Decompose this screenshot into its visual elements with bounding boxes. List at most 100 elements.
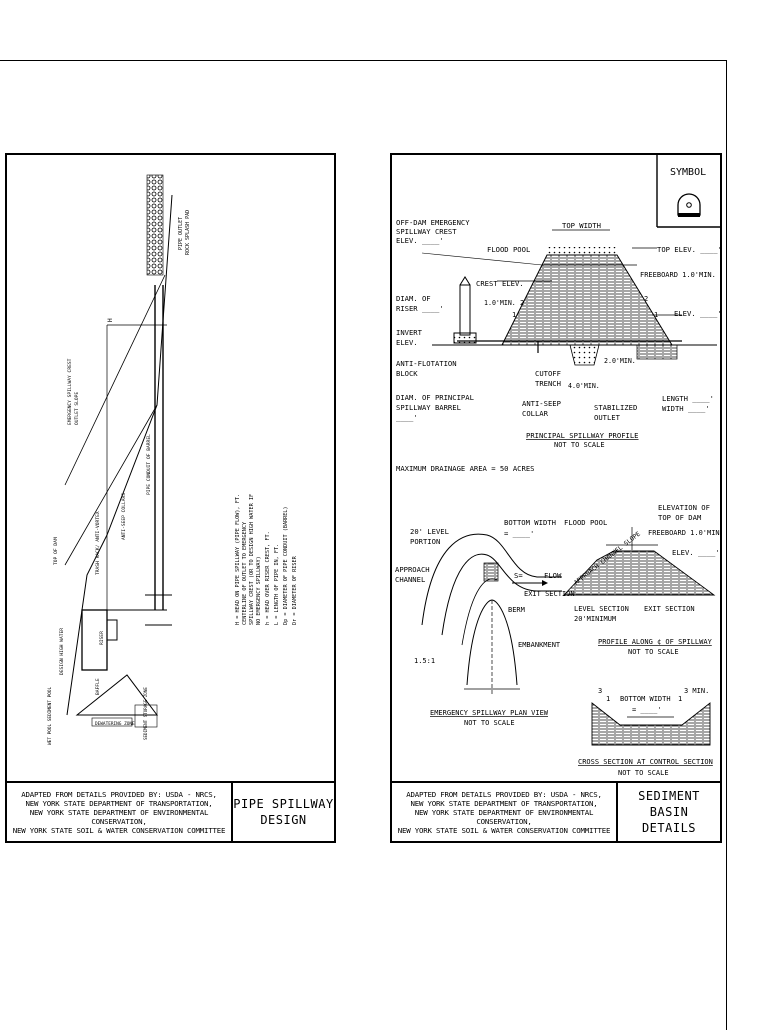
svg-text:FLOOD POOL: FLOOD POOL [564,518,607,527]
embankment-outline [66,194,173,716]
pipe-spillway-drawing: H PIPE OUTLET ROCK SPLASH PAD EMERGENCY … [47,174,298,745]
credits: ADAPTED FROM DETAILS PROVIDED BY: USDA -… [7,783,233,841]
svg-text:ELEV.: ELEV. [396,338,418,347]
emergency-crest-label: EMERGENCY SPILLWAY CREST [67,358,73,425]
svg-text:1.0'MIN.: 1.0'MIN. [484,299,516,307]
svg-text:WIDTH ____': WIDTH ____' [662,404,710,413]
svg-text:BOTTOM WIDTH: BOTTOM WIDTH [504,518,556,527]
stabilized-outlet [636,344,678,360]
svg-text:TOP OF DAM: TOP OF DAM [658,513,702,522]
svg-text:3 MIN.: 3 MIN. [684,687,709,695]
svg-text:CHANNEL: CHANNEL [395,575,425,584]
svg-text:1: 1 [606,695,610,703]
svg-text:CUTOFF: CUTOFF [535,369,561,378]
svg-text:EXIT SECTION: EXIT SECTION [644,605,695,613]
credit-line: NEW YORK STATE SOIL & WATER CONSERVATION… [12,825,226,835]
cutoff-trench [569,344,600,366]
svg-text:ANTI-FLOTATION: ANTI-FLOTATION [396,359,457,368]
svg-text:H = HEAD ON PIPE SPILLWAY (PIP: H = HEAD ON PIPE SPILLWAY (PIPE FLOW), F… [235,494,241,625]
symbol-label: SYMBOL [670,167,706,178]
credit-line: NEW YORK STATE DEPARTMENT OF ENVIRONMENT… [29,807,209,826]
svg-text:Dr = DIAMETER OF RISER: Dr = DIAMETER OF RISER [292,555,298,625]
sheet-title-line: PIPE SPILLWAY [233,797,334,811]
svg-text:CENTERLINE OF OUTLET TO EMERGE: CENTERLINE OF OUTLET TO EMERGENCY [242,521,248,625]
symbol-box: SYMBOL [656,155,720,228]
riser-pipe [459,284,471,336]
svg-text:Dp = DIAMETER OF PIPE CONDUIT: Dp = DIAMETER OF PIPE CONDUIT (BARREL) [283,506,289,625]
svg-text:COLLAR: COLLAR [522,409,549,418]
sediment-basin-sheet: SYMBOL OFF-DAM EMERGENCY SPILLWAY CRES [390,153,722,843]
svg-text:EXIT SECTION: EXIT SECTION [524,590,575,598]
svg-text:STABILIZED: STABILIZED [594,403,637,412]
svg-text:2: 2 [520,299,524,307]
svg-text:LENGTH ____': LENGTH ____' [662,394,714,403]
svg-text:SPILLWAY BARREL: SPILLWAY BARREL [396,403,461,412]
svg-text:ELEV. ____': ELEV. ____' [396,236,444,245]
pipe-spillway-sheet: H PIPE OUTLET ROCK SPLASH PAD EMERGENCY … [5,153,336,843]
profile-caption: PRINCIPAL SPILLWAY PROFILE [526,431,639,440]
svg-text:BLOCK: BLOCK [396,369,418,378]
svg-text:h = HEAD OVER RISER CREST, FT.: h = HEAD OVER RISER CREST, FT. [265,531,271,625]
svg-text:1: 1 [678,695,682,703]
svg-text:3: 3 [598,687,602,695]
title-block: ADAPTED FROM DETAILS PROVIDED BY: USDA -… [7,781,334,841]
credit-line: ADAPTED FROM DETAILS PROVIDED BY: USDA -… [406,789,602,799]
svg-text:1: 1 [654,311,658,319]
svg-text:TRENCH: TRENCH [535,379,561,388]
sheet-title-line: SEDIMENT BASIN [638,789,700,819]
profile-along-spillway: ELEVATION OF TOP OF DAM FREEBOARD 1.0'MI… [562,503,720,656]
plan-caption: EMERGENCY SPILLWAY PLAN VIEW [430,709,549,717]
svg-text:INVERT: INVERT [396,328,423,337]
emergency-spillway-plan: 20' LEVEL PORTION BOTTOM WIDTH = ____' F… [395,518,607,727]
sediment-storage-label: SEDIMENT STORAGE ZONE [143,687,148,740]
rock-splash-pad-label: ROCK SPLASH PAD [185,210,191,255]
svg-text:RISER ____': RISER ____' [396,304,444,313]
wet-pool-label: WET POOL SEDIMENT POOL [47,686,53,745]
svg-text:SPILLWAY CREST (OR TO DESIGN H: SPILLWAY CREST (OR TO DESIGN HIGH WATER … [249,494,255,625]
credits: ADAPTED FROM DETAILS PROVIDED BY: USDA -… [392,783,618,841]
h-dim-label: H [107,318,114,322]
svg-text:ANTI-SEEP: ANTI-SEEP [522,399,561,408]
svg-text:2: 2 [644,295,648,303]
cross-section-control: 3 1 BOTTOM WIDTH = ____' 3 MIN. 1 CROSS … [578,687,713,777]
svg-text:____': ____' [396,413,418,422]
page-frame [0,60,727,1030]
rock-splash-pad [146,174,164,276]
baffle-label: BAFFLE [95,678,101,695]
basin-symbol-icon [677,193,701,216]
credit-line: NEW YORK STATE DEPARTMENT OF TRANSPORTAT… [25,798,213,808]
svg-text:TOP ELEV. ____': TOP ELEV. ____' [657,245,720,254]
top-of-dam-label: TOP OF DAM [53,537,59,565]
svg-text:NOT TO SCALE: NOT TO SCALE [628,648,679,656]
anti-seep-label: ANTI-SEEP COLLARS [121,493,127,540]
credit-line: NEW YORK STATE DEPARTMENT OF ENVIRONMENT… [414,807,594,826]
pipe-conduit-label: PIPE CONDUIT OF BARREL [146,434,152,495]
riser-label: RISER [99,631,105,645]
svg-text:EMBANKMENT: EMBANKMENT [518,641,561,649]
svg-text:20'MINIMUM: 20'MINIMUM [574,615,616,623]
svg-text:1.5:1: 1.5:1 [414,657,435,665]
svg-text:LEVEL SECTION: LEVEL SECTION [574,605,629,613]
svg-text:SPILLWAY CREST: SPILLWAY CREST [396,227,457,236]
svg-text:= ____': = ____' [504,529,534,538]
title-block: ADAPTED FROM DETAILS PROVIDED BY: USDA -… [392,781,720,841]
credit-line: NEW YORK STATE SOIL & WATER CONSERVATION… [397,825,611,835]
svg-text:ELEV. ____': ELEV. ____' [672,548,720,557]
svg-text:4.0'MIN.: 4.0'MIN. [568,382,600,390]
anti-flotation-block [453,332,477,344]
trash-rack-label: TRASH RACK/ ANTI-VORTEX [95,511,101,575]
svg-text:APPROACH: APPROACH [395,565,430,574]
svg-text:S=: S= [514,571,523,580]
sheet-title-line: DETAILS [641,821,697,835]
credit-line: NEW YORK STATE DEPARTMENT OF TRANSPORTAT… [410,798,598,808]
svg-text:2.0'MIN.: 2.0'MIN. [604,357,636,365]
svg-text:DIAM. OF PRINCIPAL: DIAM. OF PRINCIPAL [396,393,474,402]
svg-text:CREST ELEV.: CREST ELEV. [476,279,524,288]
pipe-outlet-label: PIPE OUTLET [178,217,184,250]
sheet-title-line: DESIGN [260,813,307,827]
svg-text:PORTION: PORTION [410,537,440,546]
svg-text:FREEBOARD 1.0'MIN.: FREEBOARD 1.0'MIN. [648,529,720,537]
svg-text:NOT TO SCALE: NOT TO SCALE [554,441,605,449]
sheet-title: PIPE SPILLWAY DESIGN [233,783,334,841]
svg-text:BERM: BERM [508,606,525,614]
